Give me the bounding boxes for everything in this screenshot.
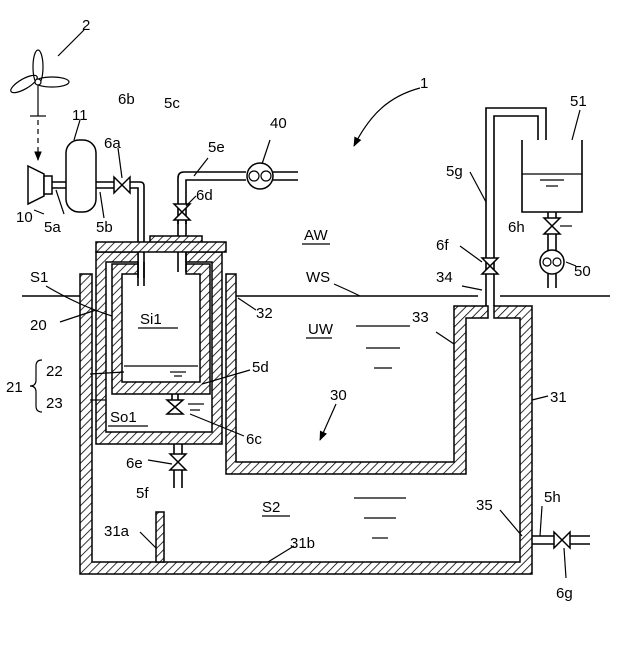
tank-11 xyxy=(66,140,96,212)
label-5g: 5g xyxy=(446,163,463,180)
label-S1: S1 xyxy=(30,269,48,286)
label-UW: UW xyxy=(308,321,334,338)
label-6e: 6e xyxy=(126,455,143,472)
label-33: 33 xyxy=(412,309,429,326)
label-31: 31 xyxy=(550,389,567,406)
label-Si1: Si1 xyxy=(140,311,162,328)
valve-6d xyxy=(174,204,190,220)
valve-6g xyxy=(554,532,570,548)
label-34: 34 xyxy=(436,269,453,286)
label-5a: 5a xyxy=(44,219,61,236)
label-35: 35 xyxy=(476,497,493,514)
label-10: 10 xyxy=(16,209,33,226)
label-6g: 6g xyxy=(556,585,573,602)
label-30: 30 xyxy=(330,387,347,404)
label-5f: 5f xyxy=(136,485,149,502)
label-31a: 31a xyxy=(104,523,130,540)
valve-6e xyxy=(170,454,186,470)
label-6c: 6c xyxy=(246,431,262,448)
label-50: 50 xyxy=(574,263,591,280)
valve-6c xyxy=(167,400,183,414)
label-6h: 6h xyxy=(508,219,525,236)
label-So1: So1 xyxy=(110,409,137,426)
valve-6h xyxy=(544,218,560,234)
valve-6a xyxy=(114,177,130,193)
tank-51 xyxy=(522,140,582,212)
label-5e: 5e xyxy=(208,139,225,156)
label-6b: 6b xyxy=(118,91,135,108)
label-6d: 6d xyxy=(196,187,213,204)
label-31b: 31b xyxy=(290,535,315,552)
label-WS: WS xyxy=(306,269,330,286)
valve-6f xyxy=(482,258,498,274)
label-23: 23 xyxy=(46,395,63,412)
label-1: 1 xyxy=(420,75,428,92)
label-11: 11 xyxy=(72,107,88,124)
vessel-22 xyxy=(112,264,210,394)
generator-10 xyxy=(28,166,52,204)
label-5d: 5d xyxy=(252,359,269,376)
label-6a: 6a xyxy=(104,135,121,152)
label-6f: 6f xyxy=(436,237,449,254)
label-2: 2 xyxy=(82,17,90,34)
label-22: 22 xyxy=(46,363,63,380)
partition-31a xyxy=(156,512,164,562)
label-32: 32 xyxy=(256,305,273,322)
leader-2 xyxy=(58,30,84,56)
label-21: 21 xyxy=(6,379,23,396)
label-5h: 5h xyxy=(544,489,561,506)
pump-40 xyxy=(247,163,273,189)
label-S2: S2 xyxy=(262,499,280,516)
label-AW: AW xyxy=(304,227,328,244)
label-5b: 5b xyxy=(96,219,113,236)
label-51: 51 xyxy=(570,93,587,110)
label-40: 40 xyxy=(270,115,287,132)
label-20: 20 xyxy=(30,317,47,334)
label-5c: 5c xyxy=(164,95,180,112)
windmill xyxy=(9,50,69,160)
